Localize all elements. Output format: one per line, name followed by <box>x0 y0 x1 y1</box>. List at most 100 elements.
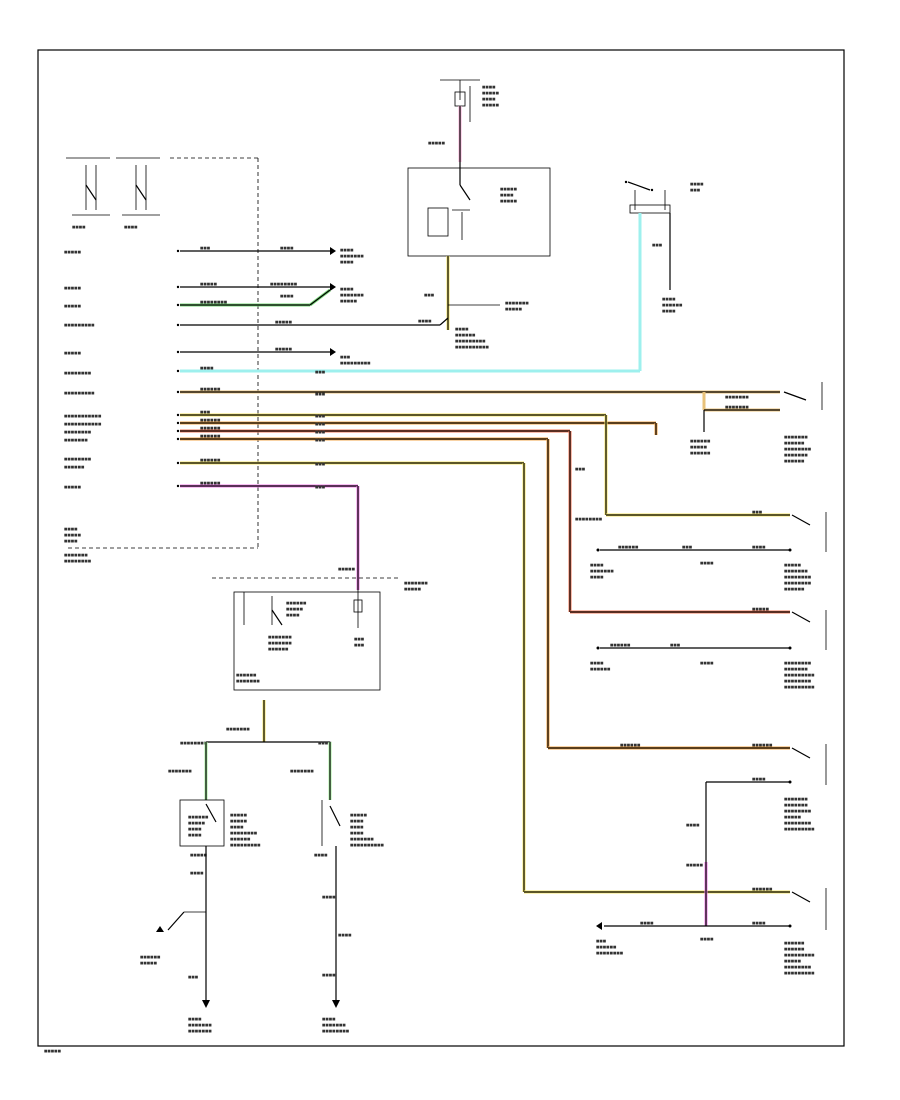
svg-text:■■■■■: ■■■■■ <box>784 815 802 819</box>
svg-text:■■■■■■■■: ■■■■■■■■ <box>784 679 812 683</box>
svg-text:■■■■■■: ■■■■■■ <box>590 667 611 671</box>
svg-text:■■■■■■: ■■■■■■ <box>140 955 161 959</box>
svg-text:■■■: ■■■ <box>424 293 435 297</box>
svg-text:■■■■: ■■■■ <box>482 85 496 89</box>
svg-text:■■■■■: ■■■■■ <box>482 103 500 107</box>
svg-text:■■■■■: ■■■■■ <box>275 347 293 351</box>
lower-module-internals: ■■■■■■ ■■■■■ ■■■■ ■■■■■■■ ■■■■■■■ ■■■■■■… <box>236 590 365 683</box>
svg-text:■■■■■■■■■: ■■■■■■■■■ <box>230 843 261 847</box>
svg-text:■■■■■■■■■: ■■■■■■■■■ <box>340 361 371 365</box>
svg-text:■■■■■■■: ■■■■■■■ <box>188 1023 212 1027</box>
svg-text:■■■■: ■■■■ <box>188 1017 202 1021</box>
svg-text:■■■■■■■■■■: ■■■■■■■■■■ <box>350 843 385 847</box>
svg-text:■■■■: ■■■■ <box>124 225 138 229</box>
svg-text:■■■■■: ■■■■■ <box>690 445 708 449</box>
svg-text:■■■■: ■■■■ <box>280 294 294 298</box>
svg-text:■■■■■■: ■■■■■■ <box>784 947 805 951</box>
svg-text:■■■: ■■■ <box>575 467 586 471</box>
svg-text:■■■: ■■■ <box>200 410 211 414</box>
svg-text:■■■■■■■■■: ■■■■■■■■■ <box>784 953 815 957</box>
svg-text:■■■■■■■■: ■■■■■■■■ <box>180 741 208 745</box>
right-top-switch: ■■■■■■■ ■■■■■■ ■■■■■■■■ ■■■■■■■ ■■■■■■ <box>783 382 823 463</box>
left-connectors <box>176 249 180 488</box>
svg-text:■■■■■■■: ■■■■■■■ <box>290 769 314 773</box>
svg-text:■■■■■■: ■■■■■■ <box>200 434 221 438</box>
svg-text:■■■: ■■■ <box>315 485 326 489</box>
svg-text:■■■■■■: ■■■■■■ <box>618 545 639 549</box>
svg-text:■■■■■■■■: ■■■■■■■■ <box>596 951 624 955</box>
svg-text:■■■: ■■■ <box>354 643 365 647</box>
svg-text:■■■: ■■■ <box>315 414 326 418</box>
svg-text:■■■■■: ■■■■■ <box>784 563 802 567</box>
svg-text:■■■■■■: ■■■■■■ <box>690 439 711 443</box>
svg-text:■■■■■■: ■■■■■■ <box>200 387 221 391</box>
svg-text:■■■■: ■■■■ <box>455 327 469 331</box>
svg-text:■■■■■■■: ■■■■■■■ <box>268 635 292 639</box>
svg-text:■■■■: ■■■■ <box>314 853 328 857</box>
svg-text:■■■■■■■■: ■■■■■■■■ <box>784 581 812 585</box>
svg-text:■■■■■■■: ■■■■■■■ <box>64 553 88 557</box>
svg-text:■■■: ■■■ <box>652 243 663 247</box>
svg-text:■■■■■■: ■■■■■■ <box>620 743 641 747</box>
svg-text:■■■■■■■■■: ■■■■■■■■■ <box>784 827 815 831</box>
svg-text:■■■■■: ■■■■■ <box>230 813 248 817</box>
svg-text:■■■■: ■■■■ <box>286 613 300 617</box>
svg-text:■■■■: ■■■■ <box>752 545 766 549</box>
svg-text:■■■■: ■■■■ <box>640 921 654 925</box>
svg-text:■■■■■■: ■■■■■■ <box>784 441 805 445</box>
lower-right-switch: ■■■■■ ■■■■ ■■■■ ■■■■ ■■■■■■■ ■■■■■■■■■■ … <box>314 800 385 857</box>
svg-text:■■■■: ■■■■ <box>318 741 332 745</box>
svg-text:■■■■■: ■■■■■ <box>286 607 304 611</box>
svg-text:■■■: ■■■ <box>752 510 763 514</box>
lower-module-box <box>233 591 381 691</box>
svg-text:■■■■: ■■■■ <box>230 825 244 829</box>
svg-text:■■■■■: ■■■■■ <box>190 853 208 857</box>
svg-text:■■■■■■: ■■■■■■ <box>752 743 773 747</box>
svg-text:■■■■: ■■■■ <box>340 248 354 252</box>
top-fuse-group: ■■■■ ■■■■■ ■■■■ ■■■■■ <box>440 79 500 122</box>
svg-text:■■■■■■■■: ■■■■■■■■ <box>64 559 92 563</box>
svg-text:■■■■■: ■■■■■ <box>64 533 82 537</box>
svg-text:■■■■■■■: ■■■■■■■ <box>725 395 749 399</box>
svg-text:■■■■: ■■■■ <box>662 297 676 301</box>
top-right-switch: ■■■■ ■■■ <box>624 180 704 214</box>
svg-text:■■■■■: ■■■■■ <box>64 304 82 308</box>
svg-text:■■■■■■■■: ■■■■■■■■ <box>784 447 812 451</box>
svg-text:■■■■■■■■: ■■■■■■■■ <box>64 430 92 434</box>
svg-text:■■■■■■■■■: ■■■■■■■■■ <box>784 685 815 689</box>
svg-text:■■■■■■■■■: ■■■■■■■■■ <box>64 323 95 327</box>
svg-text:■■■■■■■: ■■■■■■■ <box>268 641 292 645</box>
svg-text:■■■■■■: ■■■■■■ <box>268 647 289 651</box>
svg-text:■■■■■: ■■■■■ <box>500 199 518 203</box>
svg-text:■■■■■■■■■■■: ■■■■■■■■■■■ <box>64 414 102 418</box>
svg-text:■■■■: ■■■■ <box>64 527 78 531</box>
svg-text:■■■■■■: ■■■■■■ <box>200 418 221 422</box>
svg-text:■■■■■■: ■■■■■■ <box>455 333 476 337</box>
svg-text:■■■■: ■■■■ <box>72 225 86 229</box>
left-module-fuses: ■■■■ ■■■■ <box>66 157 160 229</box>
svg-text:■■■■: ■■■■ <box>340 287 354 291</box>
svg-text:■■■: ■■■ <box>670 643 681 647</box>
svg-text:■■■■■■: ■■■■■■ <box>784 459 805 463</box>
svg-text:■■■■■■■: ■■■■■■■ <box>784 569 808 573</box>
svg-text:■■■■■■■■: ■■■■■■■■ <box>200 300 228 304</box>
svg-text:■■■■■■: ■■■■■■ <box>64 465 85 469</box>
svg-text:■■■■■■: ■■■■■■ <box>662 303 683 307</box>
svg-text:■■■■■■■■: ■■■■■■■■ <box>784 965 812 969</box>
svg-text:■■■■■■■: ■■■■■■■ <box>188 1029 212 1033</box>
svg-text:■■■■■■■: ■■■■■■■ <box>340 254 364 258</box>
svg-text:■■■■: ■■■■ <box>418 319 432 323</box>
lower-left-sub-switch: ■■■■■■ ■■■■■ <box>140 911 206 965</box>
svg-text:■■■■■■■: ■■■■■■■ <box>236 679 260 683</box>
svg-text:■■■■■■: ■■■■■■ <box>690 451 711 455</box>
door-switch-1: ■■■ ■■■■■■ ■■■ ■■■■ ■■■■ ■■■■■■■ ■■■■ ■■… <box>590 510 827 591</box>
svg-text:■■■■■: ■■■■■ <box>230 819 248 823</box>
svg-text:■■■■■■■: ■■■■■■■ <box>784 797 808 801</box>
svg-text:■■■■■■: ■■■■■■ <box>200 481 221 485</box>
svg-text:■■■■: ■■■■ <box>662 309 676 313</box>
svg-text:■■■■■: ■■■■■ <box>428 141 446 145</box>
svg-text:■■■■■: ■■■■■ <box>44 1049 62 1053</box>
svg-text:■■■■■■■■: ■■■■■■■■ <box>64 371 92 375</box>
svg-text:■■■■■■■: ■■■■■■■ <box>340 293 364 297</box>
